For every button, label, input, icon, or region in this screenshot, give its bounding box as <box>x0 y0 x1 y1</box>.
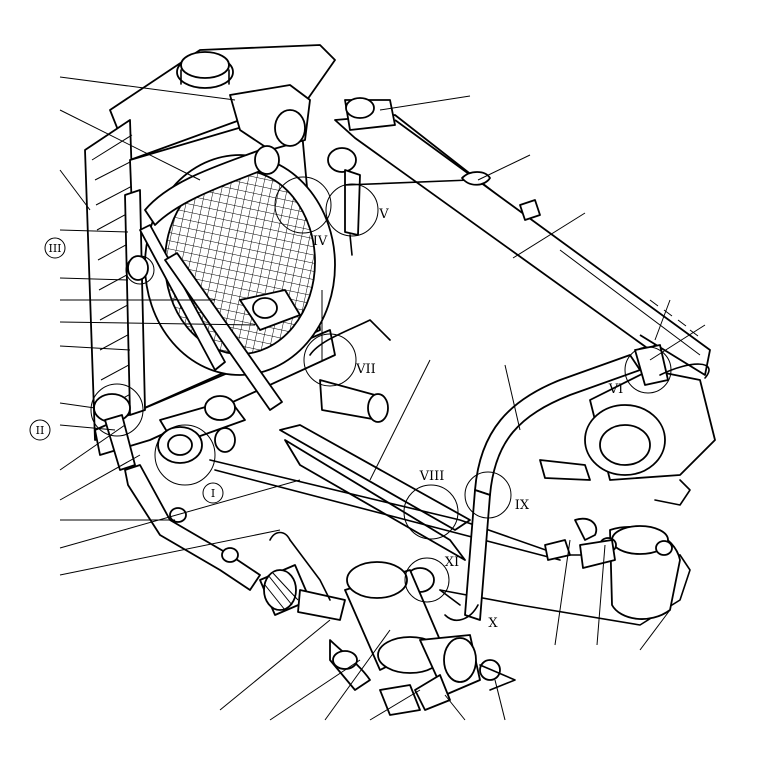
auxiliary-pump <box>344 561 516 716</box>
component-vii <box>309 319 391 423</box>
callout-i: I <box>202 482 224 504</box>
pipe-clip <box>519 199 541 221</box>
callout-x-label: X <box>488 616 498 631</box>
bleed-valve <box>327 147 491 256</box>
callout-circles <box>90 176 672 603</box>
callout-iii: III <box>44 237 66 259</box>
radiator-filler-cap <box>176 51 234 89</box>
electric-pump <box>259 564 371 691</box>
bottom-hose <box>93 393 136 471</box>
callout-i-label: I <box>211 487 215 500</box>
heater-box <box>539 344 716 506</box>
callout-ix-label: IX <box>515 498 530 513</box>
callout-iii-label: III <box>48 242 61 255</box>
callout-vii-label: VII <box>355 362 376 377</box>
callout-iv-label: IV <box>313 234 328 249</box>
hose-ix <box>444 354 641 621</box>
pipe-x <box>439 589 461 606</box>
callout-ii: II <box>29 419 51 441</box>
callout-ii-label: II <box>36 424 45 437</box>
callout-viii-label: VIII <box>419 469 445 484</box>
water-pump <box>157 289 301 464</box>
left-hoses <box>124 189 283 416</box>
top-hose <box>144 145 280 226</box>
heater-pipe <box>334 97 711 376</box>
thermostat-housing <box>229 84 311 151</box>
expansion-tank <box>579 525 681 620</box>
callout-v-label: V <box>378 207 389 222</box>
callout-xi-label: XI <box>445 555 459 570</box>
callout-vi-label: VI <box>608 382 624 397</box>
leader-lines <box>59 76 706 721</box>
